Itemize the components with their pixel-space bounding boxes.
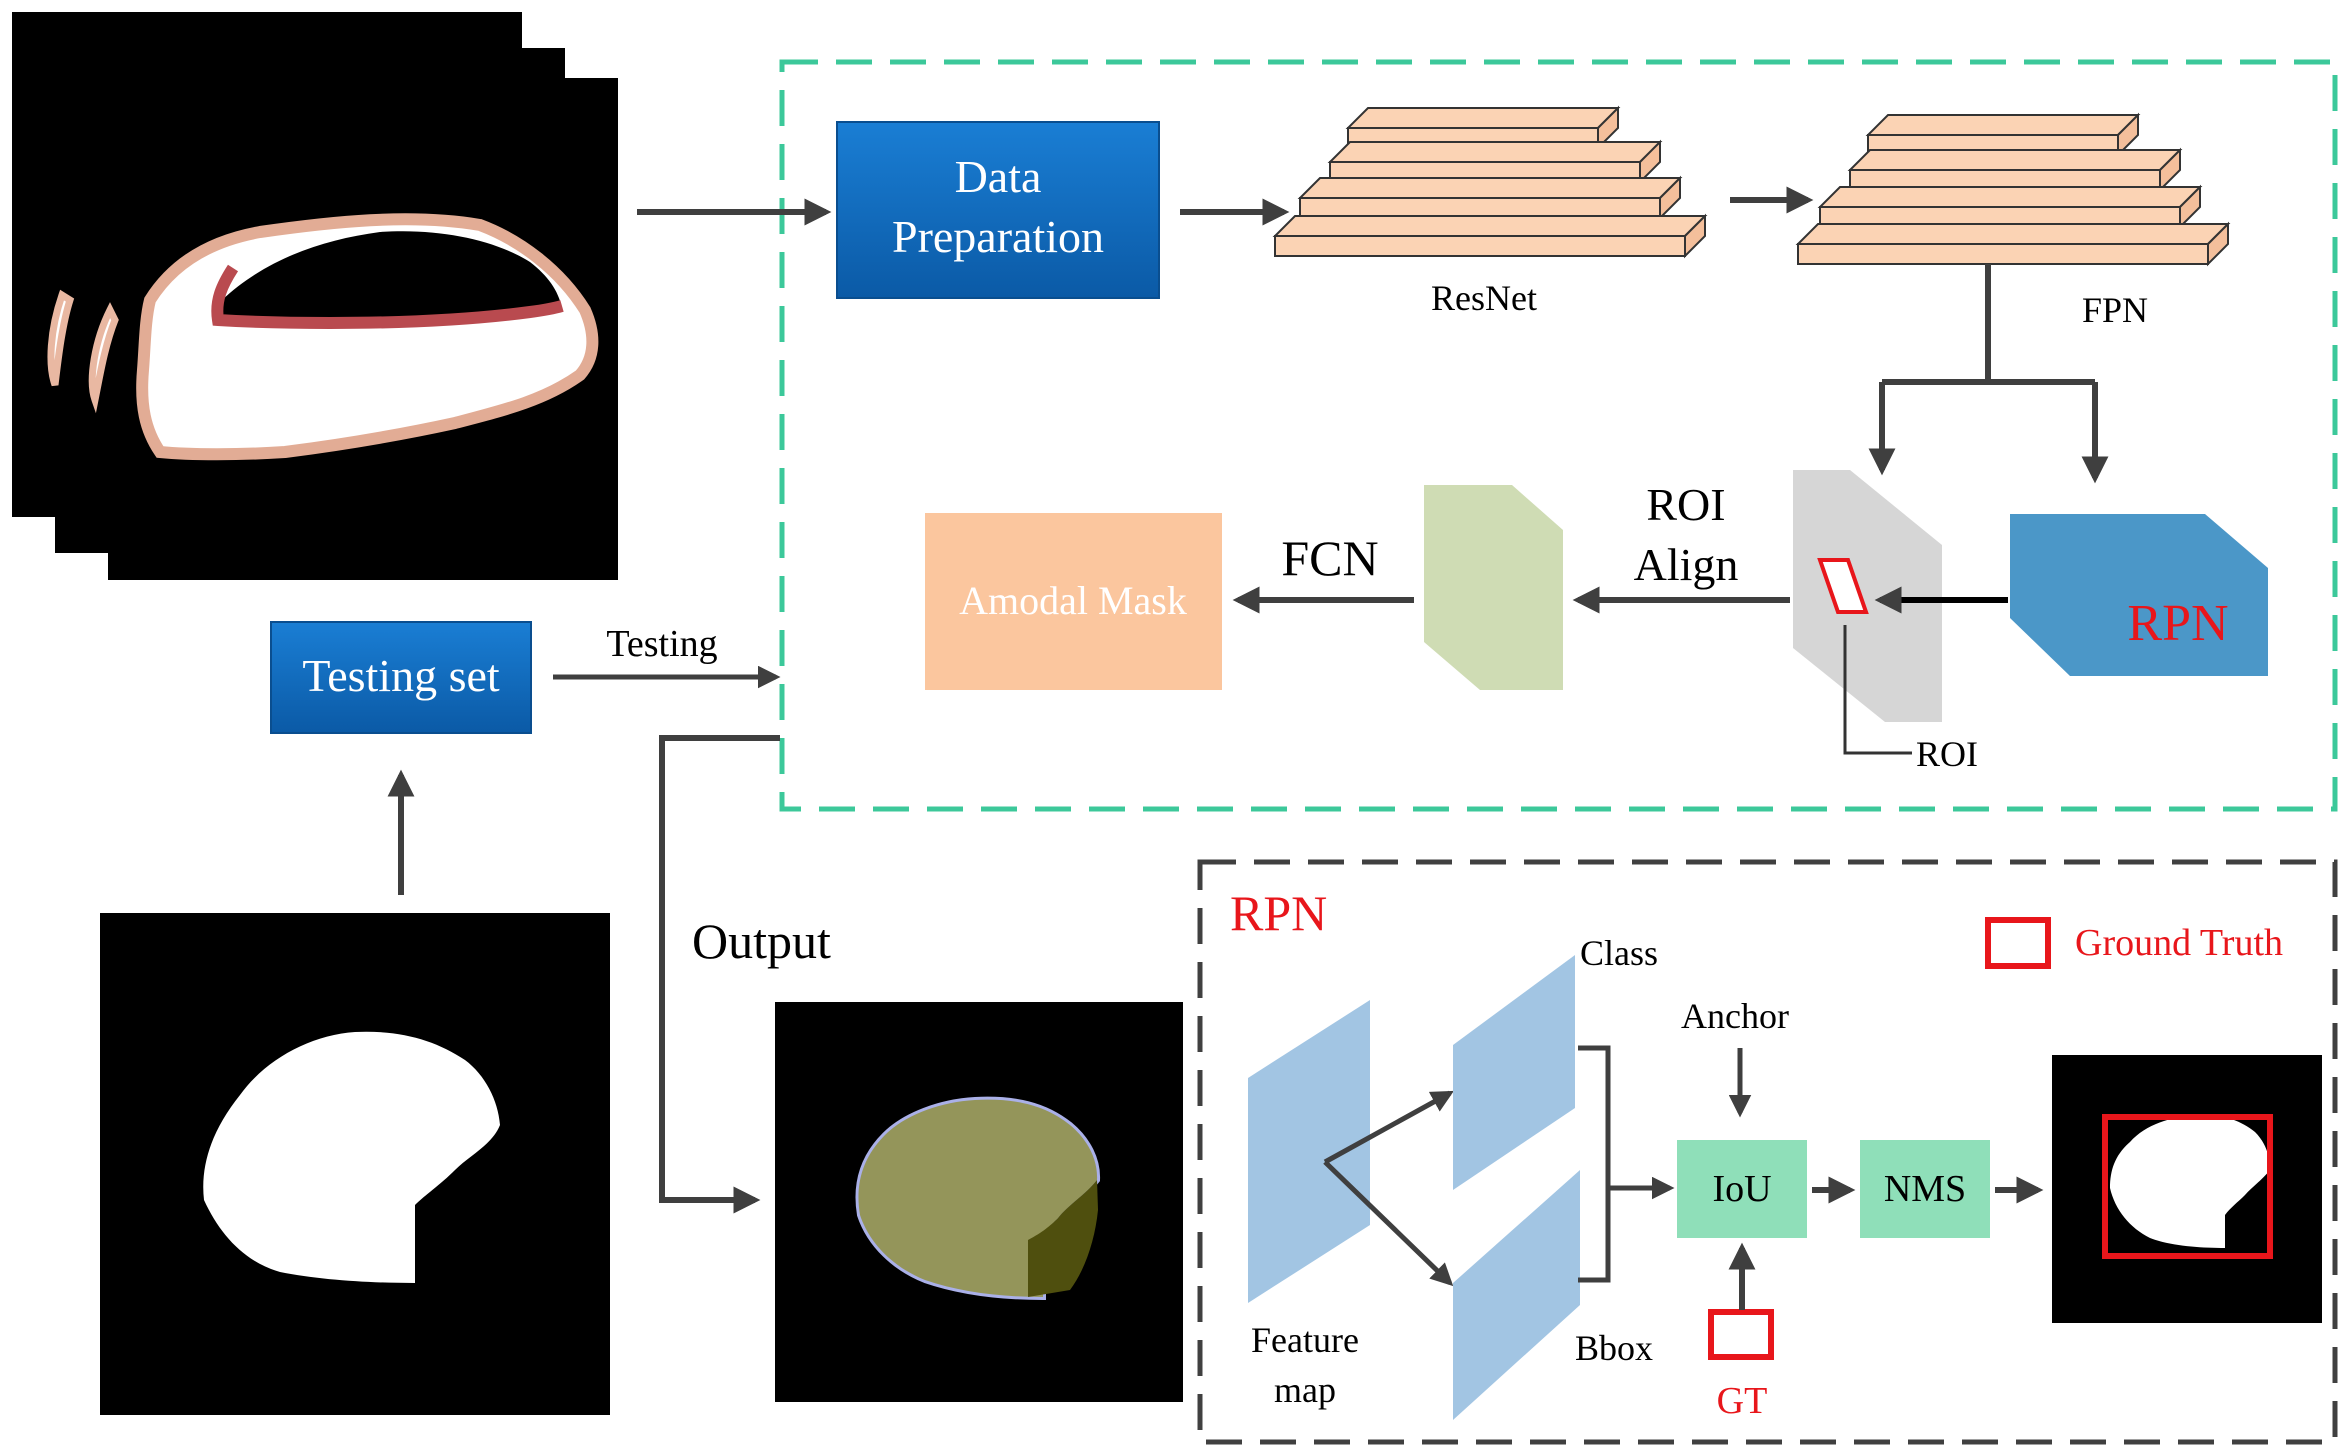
rpn-detail-container	[1197, 859, 2338, 1445]
resnet-layers: ResNet	[1272, 105, 1708, 318]
roi-pointer-line	[1843, 625, 1912, 755]
bbox-head	[1453, 1170, 1580, 1420]
nms-box: NMS	[1860, 1140, 1990, 1238]
data-preparation-box: Data Preparation	[836, 121, 1160, 299]
fpn-label: FPN	[2082, 290, 2148, 330]
resnet-layer-2	[1327, 139, 1663, 185]
mask-rcnn-container	[779, 59, 2338, 812]
output-connector	[659, 735, 780, 1214]
roi-feature-map: ROI	[1793, 470, 1978, 774]
output-label: Output	[692, 913, 831, 969]
gt-box	[1708, 1309, 1774, 1360]
heads-bracket	[1578, 1045, 1611, 1283]
fpn-layer-3	[1817, 184, 2203, 230]
arrow-feature-to-class	[1323, 1090, 1454, 1165]
back-slice-contour	[47, 289, 75, 387]
feature-map-label-line2: map	[1274, 1370, 1336, 1410]
anchor-label: Anchor	[1681, 996, 1789, 1036]
output-image-occluded-part	[1028, 1180, 1098, 1297]
roi-label: ROI	[1916, 734, 1978, 774]
input-image-stack	[12, 12, 618, 580]
amodal-mask-label: Amodal Mask	[959, 578, 1187, 623]
output-image	[775, 1002, 1183, 1402]
fpn-branch-connectors	[1868, 264, 2109, 484]
iou-label: IoU	[1712, 1168, 1771, 1210]
testing-set-box: Testing set	[270, 621, 532, 734]
roi-aligned-feature-block	[1424, 485, 1563, 690]
data-preparation-text-line2: Preparation	[892, 211, 1104, 262]
rpn-detail-title: RPN	[1230, 885, 1327, 941]
roi-align-text-line1: ROI	[1646, 479, 1725, 530]
rpn-result-image	[2052, 1055, 2322, 1323]
rpn-block: RPN	[2010, 514, 2268, 676]
class-head	[1453, 955, 1575, 1190]
amodal-mask-box: Amodal Mask	[925, 513, 1222, 690]
test-image	[100, 913, 610, 1415]
testing-set-label: Testing set	[302, 650, 500, 701]
class-label: Class	[1580, 933, 1658, 973]
top-slice-black-region	[217, 231, 562, 325]
iou-box: IoU	[1677, 1140, 1807, 1238]
fpn-layers: FPN	[1795, 112, 2231, 330]
top-slice-red-line	[211, 264, 564, 330]
feature-map-label-line1: Feature	[1251, 1320, 1359, 1360]
resnet-layer-3	[1297, 175, 1683, 221]
data-preparation-text-line1: Data	[955, 151, 1042, 202]
rpn-result-mask	[2110, 1114, 2270, 1248]
gt-label: GT	[1717, 1380, 1768, 1422]
nms-label: NMS	[1884, 1168, 1966, 1210]
resnet-label: ResNet	[1431, 278, 1537, 318]
roi-align-text-line2: Align	[1634, 539, 1739, 590]
rpn-result-gt-box	[2102, 1114, 2273, 1259]
test-image-mask	[203, 1031, 500, 1283]
testing-arrow-label: Testing	[606, 623, 717, 665]
fpn-layer-4	[1795, 221, 2231, 267]
fcn-label: FCN	[1281, 530, 1378, 586]
rpn-feature-map	[1248, 1000, 1370, 1303]
fpn-layer-2	[1847, 147, 2183, 193]
arrow-feature-to-bbox	[1323, 1160, 1454, 1287]
middle-slice-contour	[88, 302, 119, 414]
bbox-label: Bbox	[1575, 1328, 1653, 1368]
resnet-layer-4	[1272, 213, 1708, 259]
ground-truth-legend-swatch	[1985, 917, 2051, 969]
roi-box	[1817, 558, 1869, 614]
rpn-block-label: RPN	[2127, 595, 2228, 652]
ground-truth-legend-label: Ground Truth	[2075, 922, 2283, 964]
